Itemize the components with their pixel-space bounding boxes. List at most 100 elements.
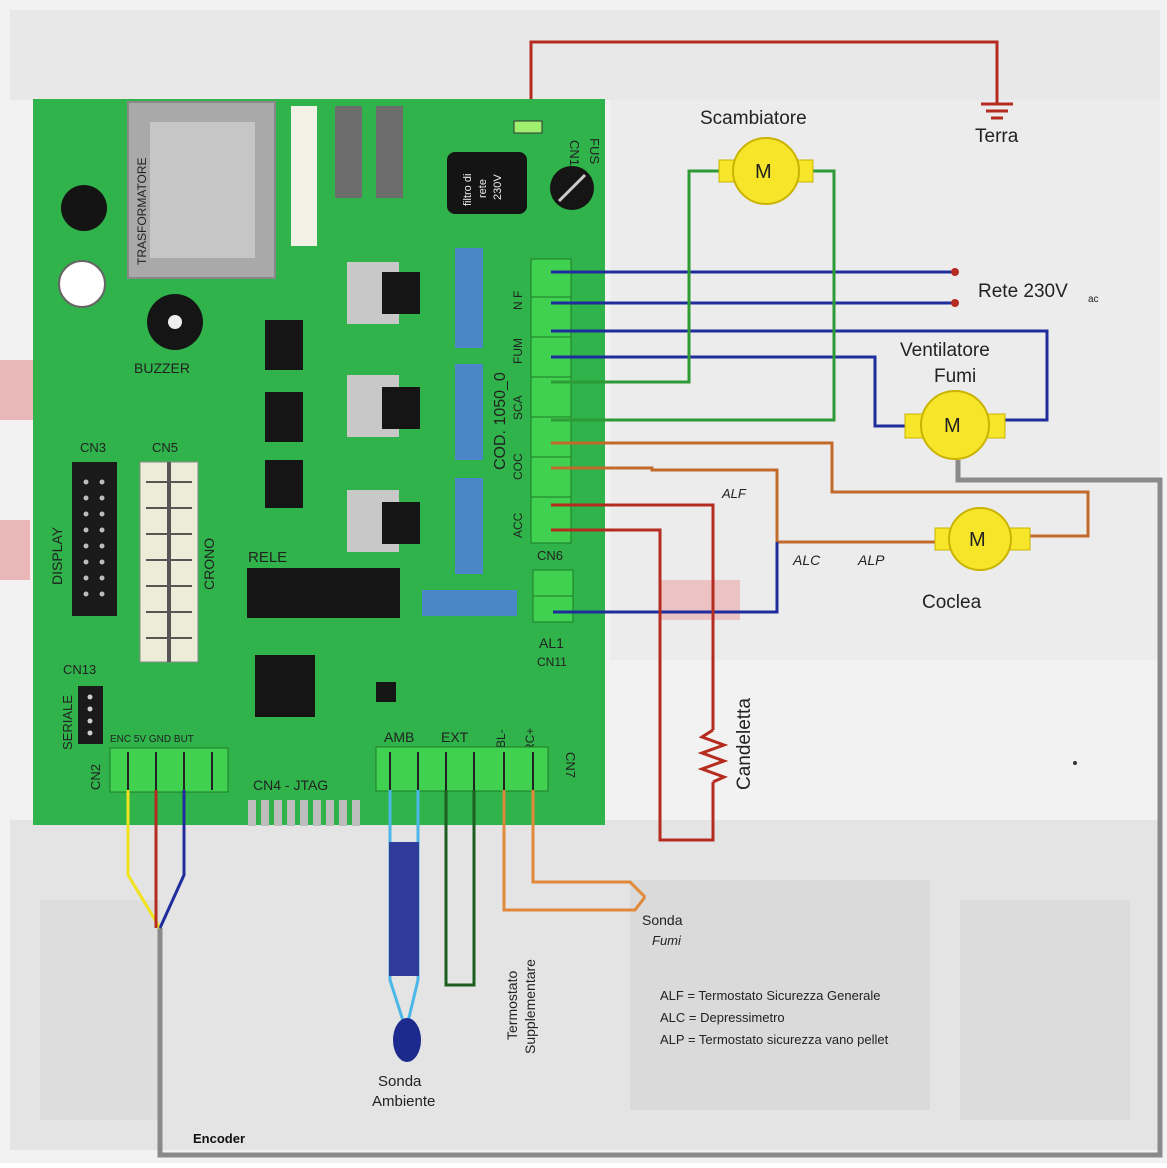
filter-label-2: rete <box>477 179 489 198</box>
white-component <box>58 260 106 308</box>
mains-filter <box>447 152 527 214</box>
cn7-connector <box>375 746 549 792</box>
alp-label: ALP <box>857 552 885 568</box>
cn6-connector <box>532 569 574 623</box>
coclea-symbol: M <box>969 529 986 551</box>
small-ics <box>265 320 303 508</box>
terra-label: Terra <box>975 126 1019 147</box>
cn3-label: CN3 <box>80 440 106 455</box>
power-terminal-block <box>530 258 572 544</box>
cn7-label: CN7 <box>563 752 578 778</box>
terminal-sca-label: SCA <box>511 395 525 420</box>
mains-wires <box>551 270 953 305</box>
blue-capacitors <box>422 248 517 616</box>
coclea-label: Coclea <box>922 592 982 613</box>
thermostat-wires <box>444 790 476 987</box>
ventilatore-symbol: M <box>944 415 961 437</box>
cn6-label: CN6 <box>537 548 563 563</box>
cn5-label: CN5 <box>152 440 178 455</box>
ventilatore-motor <box>904 390 1006 460</box>
encoder-cable <box>157 460 1163 1158</box>
cn4-label: CN4 - JTAG <box>253 777 328 793</box>
encoder-label: Encoder <box>193 1131 245 1146</box>
termostato-label-2: Supplementare <box>522 959 538 1054</box>
black-component <box>61 185 107 231</box>
terminal-coc-label: COC <box>511 453 525 480</box>
cn11-label: CN11 <box>537 655 567 669</box>
fumi-fan-wires <box>551 329 1049 428</box>
rele-label: RELE <box>248 549 287 566</box>
relays <box>347 262 420 552</box>
jtag-connector <box>248 800 360 826</box>
rete-label: Rete 230V <box>978 281 1068 302</box>
terminal-fum-label: FUM <box>511 338 525 364</box>
sonda-ambiente-label-1: Sonda <box>378 1073 422 1090</box>
cn1-connector <box>513 120 543 134</box>
resistor-icon <box>697 728 729 784</box>
legend-alp: ALP = Termostato sicurezza vano pellet <box>660 1032 889 1047</box>
coclea-wires <box>551 441 1090 544</box>
scambiatore-label: Scambiatore <box>700 108 807 129</box>
ground-icon <box>981 102 1013 120</box>
transformer <box>127 101 276 279</box>
cod-label: COD. 1050_0 <box>492 372 509 470</box>
ventilatore-label-2: Fumi <box>934 366 976 387</box>
rc-label: RC+ <box>523 728 537 752</box>
crono-connector <box>139 461 199 663</box>
amb-label: AMB <box>384 729 414 745</box>
display-label: DISPLAY <box>49 526 65 585</box>
crono-label: CRONO <box>201 538 217 590</box>
cn2-label: CN2 <box>88 764 103 790</box>
scambiatore-motor <box>718 137 814 205</box>
sonda-ambiente-label-2: Ambiente <box>372 1093 435 1110</box>
cn1-label: CN1 <box>567 140 582 166</box>
small-chip <box>376 682 396 702</box>
filter-label-3: 230V <box>492 174 504 200</box>
buzzer-hole <box>168 315 182 329</box>
ambient-probe-tip <box>393 1018 421 1062</box>
rete-subscript: ac <box>1088 294 1099 305</box>
candeletta-wires <box>551 503 715 842</box>
seriale-label: SERIALE <box>60 695 75 750</box>
terminal-acc-label: ACC <box>511 512 525 538</box>
scambiatore-wires <box>551 169 836 422</box>
mains-terminal-1 <box>951 268 959 276</box>
mains-terminal-2 <box>951 299 959 307</box>
legend-alf: ALF = Termostato Sicurezza Generale <box>660 988 881 1003</box>
alarm-wire <box>553 542 779 614</box>
legend-alc: ALC = Depressimetro <box>660 1010 785 1025</box>
stray-dot <box>1073 761 1077 765</box>
legend: ALF = Termostato Sicurezza Generale ALC … <box>660 988 889 1047</box>
buzzer-label: BUZZER <box>134 360 190 376</box>
relay-block <box>247 568 400 618</box>
cn2-pins-label: ENC 5V GND BUT <box>110 734 194 745</box>
candeletta-label: Candeletta <box>734 698 755 790</box>
sonda-fumi-label-1: Sonda <box>642 912 683 928</box>
ambient-probe-body <box>389 842 419 976</box>
scambiatore-symbol: M <box>755 161 772 183</box>
smoke-probe-wires <box>502 790 647 912</box>
cn13-label: CN13 <box>63 662 96 677</box>
trasformatore-label: TRASFORMATORE <box>135 157 149 265</box>
serial-connector <box>78 686 103 744</box>
bl-label: BL- <box>494 729 508 748</box>
microcontroller <box>255 655 315 717</box>
fuse-slot <box>557 173 587 203</box>
filter-label-1: filtro di <box>462 174 474 206</box>
coclea-motor <box>934 507 1031 571</box>
al1-label: AL1 <box>539 635 564 651</box>
terminal-nf-label: N F <box>511 291 525 310</box>
sonda-fumi-label-2: Fumi <box>652 933 682 948</box>
cn2-connector <box>109 747 229 793</box>
alf-label: ALF <box>721 486 747 501</box>
upper-components <box>291 106 403 246</box>
display-connector <box>72 462 117 616</box>
fus-label: FUS <box>587 138 602 164</box>
ventilatore-label-1: Ventilatore <box>900 340 990 361</box>
alc-label: ALC <box>792 552 821 568</box>
termostato-label-1: Termostato <box>504 971 520 1040</box>
ground-wire <box>529 40 999 124</box>
encoder-wires <box>126 790 186 929</box>
ext-label: EXT <box>441 729 469 745</box>
